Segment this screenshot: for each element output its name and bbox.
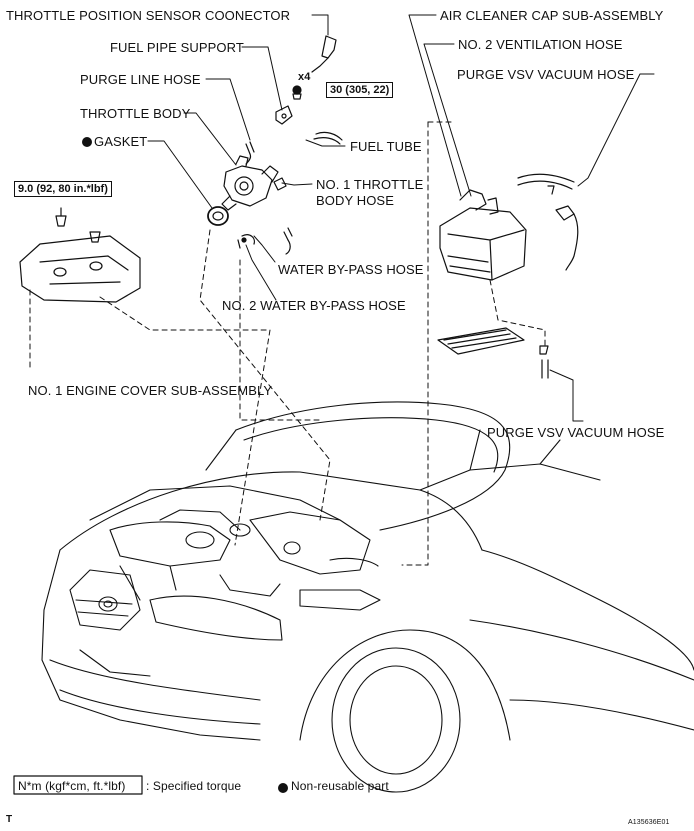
label-engine-cover: NO. 1 ENGINE COVER SUB-ASSEMBLY: [28, 383, 273, 398]
throttle-connector: [311, 35, 337, 73]
label-throttle-position-sensor-connector: THROTTLE POSITION SENSOR COONECTOR: [6, 8, 291, 23]
label-fuel-pipe-support: FUEL PIPE SUPPORT: [110, 40, 244, 55]
label-purge-vsv-vacuum-hose-top: PURGE VSV VACUUM HOSE: [457, 67, 635, 82]
purge-vsv-connector-part: [555, 205, 579, 271]
label-throttle-body-hose-line2: BODY HOSE: [316, 193, 394, 208]
leader-lines: [147, 14, 655, 422]
torque-cover-nuts: 9.0 (92, 80 in.*lbf): [14, 181, 112, 197]
footer-figure-code: A135636E01: [628, 819, 670, 826]
nonreusable-icon: [82, 137, 92, 147]
cover-nut-icon: [55, 207, 101, 243]
label-air-cleaner-cap: AIR CLEANER CAP SUB-ASSEMBLY: [440, 8, 664, 23]
throttle-body-part: [221, 155, 279, 211]
throttle-body-hose-part: [273, 177, 287, 191]
label-purge-line-hose: PURGE LINE HOSE: [80, 72, 201, 87]
label-no2-water-bypass-hose: NO. 2 WATER BY-PASS HOSE: [222, 298, 406, 313]
purge-vsv-hose-top-part: [517, 173, 575, 195]
label-gasket-text: GASKET: [94, 134, 148, 149]
label-throttle-body: THROTTLE BODY: [80, 106, 191, 121]
vehicle-illustration: [41, 401, 694, 793]
torque-throttle-bolts: 30 (305, 22): [326, 82, 394, 98]
label-bolt-quantity: x4: [298, 71, 311, 83]
legend-nonreusable: Non-reusable part: [291, 779, 389, 793]
label-purge-vsv-vacuum-hose-bottom: PURGE VSV VACUUM HOSE: [487, 425, 665, 440]
engine-cover-part: [19, 235, 141, 303]
label-gasket: GASKET: [82, 134, 147, 149]
label-water-bypass-hose: WATER BY-PASS HOSE: [278, 262, 424, 277]
throttle-bolt-icon: [292, 85, 302, 100]
label-no2-ventilation-hose: NO. 2 VENTILATION HOSE: [458, 37, 623, 52]
legend-torque-desc: : Specified torque: [146, 779, 242, 793]
purge-vsv-hose-bottom-part: [539, 345, 549, 379]
air-filter-element-part: [437, 327, 525, 355]
fuel-tube-part: [313, 131, 343, 145]
legend-markers: [13, 775, 288, 795]
footer-corner-mark: T: [6, 814, 13, 825]
gasket-part: [207, 206, 229, 226]
legend-torque-key: N*m (kgf*cm, ft.*lbf): [18, 779, 126, 793]
air-cleaner-cap-part: [439, 189, 527, 281]
water-bypass-hose-part: [237, 227, 293, 255]
label-throttle-body-hose-line1: NO. 1 THROTTLE: [316, 177, 424, 192]
fuel-pipe-support-part: [275, 105, 293, 125]
label-fuel-tube: FUEL TUBE: [350, 139, 422, 154]
